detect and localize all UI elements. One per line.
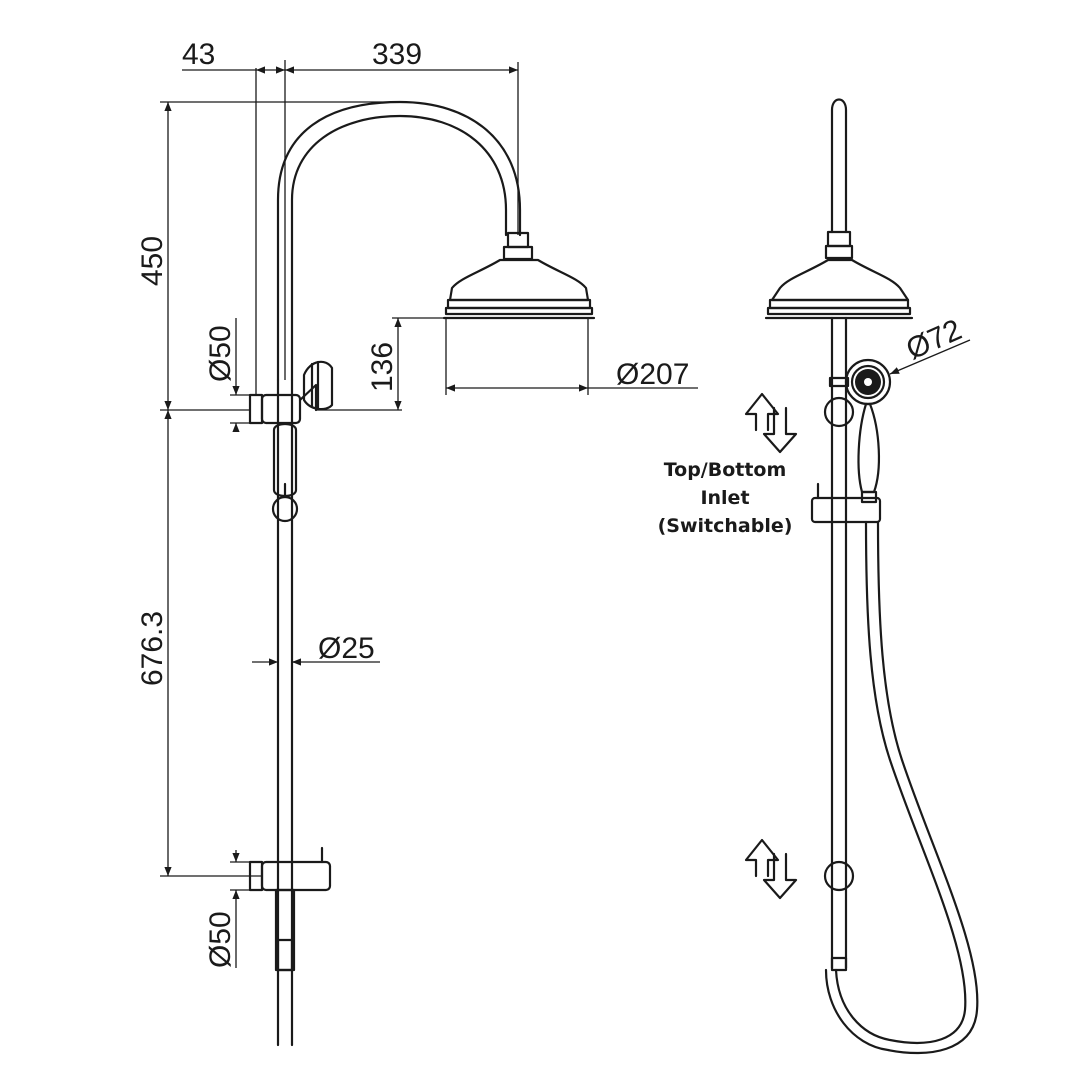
inlet-note-line2: Inlet [700,487,749,509]
arm-nut-base [502,245,534,261]
dim-label-136: 136 [366,342,399,392]
inlet-note-line1: Top/Bottom [664,459,787,481]
hose-inner [824,520,979,1055]
dim-label-43: 43 [182,38,215,71]
dim-head-height: 136 [316,317,446,411]
dim-offset-top: 43 [182,38,286,395]
dim-label-flange-upper: Ø50 [204,325,237,382]
dim-head-diameter: Ø207 [445,318,698,395]
dim-handpiece-diameter: Ø72 [889,313,971,375]
dim-label-207: Ø207 [616,358,689,391]
handpiece-handle [857,402,881,494]
arm-nut [506,231,530,249]
dim-flange-upper: Ø50 [204,318,262,433]
gooseneck-arm-inner [290,114,508,382]
slider-knob [271,495,299,523]
dim-rail-length: 676.3 [136,410,262,877]
lower-inlet-knob [823,860,855,892]
side-arm-nut [826,230,852,248]
dim-label-450: 450 [136,236,169,286]
handpiece-mount [828,376,850,388]
side-arm-nut-base [824,244,854,260]
shower-head [442,258,596,320]
upper-inlet-knob [823,396,855,428]
hose [834,520,967,1044]
dim-label-flange-lower: Ø50 [204,911,237,968]
dim-flange-lower: Ø50 [204,850,262,968]
side-view: Ø72 Top/Bottom Inlet (Switchable) [658,98,979,1055]
dim-rail-diameter: Ø25 [252,632,380,666]
slider-body [272,422,298,498]
inlet-note-line3: (Switchable) [658,515,793,537]
front-view: 43 339 450 Ø50 136 [136,38,698,1047]
lower-bracket [248,846,332,972]
dim-label-72: Ø72 [901,313,966,366]
dim-arm-reach: 339 [285,38,519,235]
dim-label-25: Ø25 [318,632,375,665]
side-rail-cap [830,956,848,972]
up-down-arrow-icon [744,838,798,900]
up-down-arrow-icon [744,392,798,454]
dim-label-676: 676.3 [136,611,169,686]
side-arm-pipe [830,98,848,234]
dim-arm-height: 450 [136,101,400,411]
side-shower-head [764,258,914,320]
handpiece-holder [810,496,882,524]
dim-label-339: 339 [372,38,422,71]
handpiece-face [844,358,892,406]
